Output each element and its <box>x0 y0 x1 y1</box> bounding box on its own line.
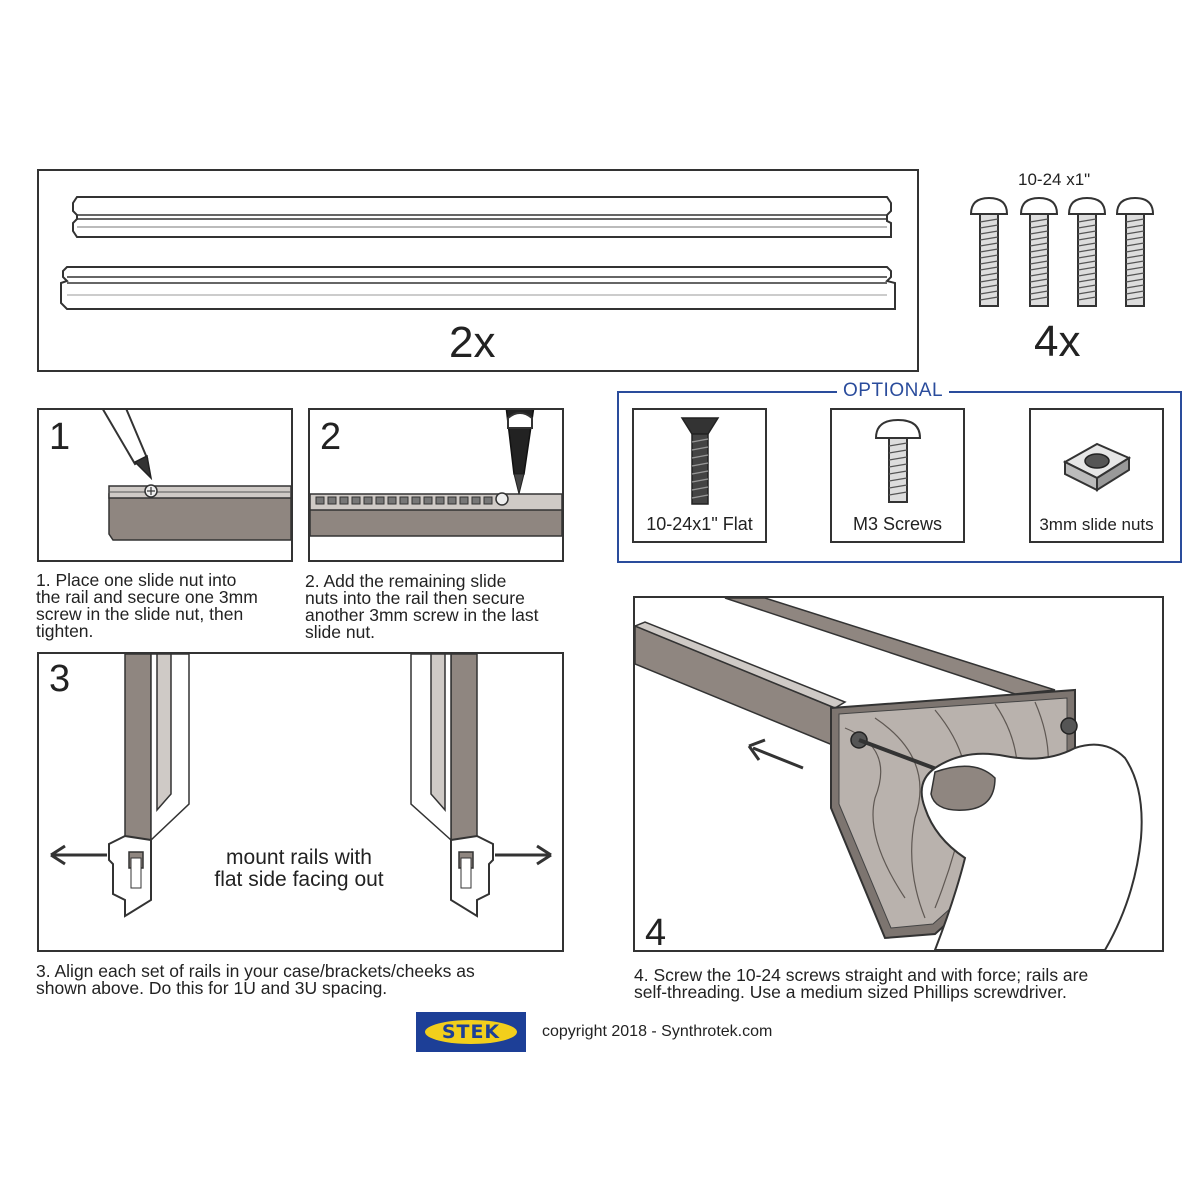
slide-nut-icon <box>1062 442 1132 492</box>
rails-quantity: 2x <box>449 318 496 367</box>
caption-line: another 3mm screw in the last <box>305 605 539 625</box>
screws-quantity: 4x <box>1034 317 1081 366</box>
caption-line: screw in the slide nut, then <box>36 604 244 624</box>
step-2-caption: 2. Add the remaining slide nuts into the… <box>305 571 595 642</box>
copyright-text: copyright 2018 - Synthrotek.com <box>542 1023 773 1040</box>
stek-logo[interactable]: STEK <box>416 1012 526 1052</box>
step-4-illustration <box>635 598 1143 950</box>
screws-size-label: 10-24 x1" <box>1018 170 1091 189</box>
step-2-illustration <box>310 410 562 537</box>
annotation-line: flat side facing out <box>214 868 384 891</box>
caption-line: 3. Align each set of rails in your case/… <box>36 961 475 981</box>
annotation-line: mount rails with <box>226 846 372 869</box>
step-3-annotation: mount rails with flat side facing out <box>189 847 409 891</box>
step-3-panel: 3 mount rails with flat side facing out <box>37 652 564 952</box>
step-1-panel: 1 <box>37 408 293 562</box>
caption-line: 2. Add the remaining slide <box>305 571 507 591</box>
optional-item-label: 10-24x1" Flat <box>646 514 753 534</box>
optional-item-label: M3 Screws <box>852 514 942 534</box>
caption-line: 1. Place one slide nut into <box>36 570 237 590</box>
step-number: 4 <box>645 912 667 954</box>
caption-line: shown above. Do this for 1U and 3U spaci… <box>36 978 388 998</box>
optional-legend: OPTIONAL <box>837 380 950 402</box>
step-number: 2 <box>320 416 342 458</box>
caption-line: slide nut. <box>305 622 376 642</box>
step-1-caption: 1. Place one slide nut into the rail and… <box>36 570 306 641</box>
step-4-panel: 4 <box>633 596 1164 952</box>
step-2-panel: 2 <box>308 408 564 562</box>
caption-line: 4. Screw the 10-24 screws straight and w… <box>634 965 1089 985</box>
rails-parts-panel: 2x <box>37 169 919 372</box>
optional-item-slide-nuts: 3mm slide nuts <box>1029 408 1164 543</box>
step-1-illustration <box>102 410 291 541</box>
caption-line: self-threading. Use a medium sized Phill… <box>634 982 1067 1002</box>
optional-item-flat-screw: 10-24x1" Flat <box>632 408 767 543</box>
step-3-illustration <box>50 654 552 918</box>
step-4-caption: 4. Screw the 10-24 screws straight and w… <box>634 965 1194 1002</box>
step-number: 3 <box>49 658 71 700</box>
step-number: 1 <box>49 416 71 458</box>
caption-line: the rail and secure one 3mm <box>36 587 258 607</box>
optional-item-m3-screws: M3 Screws <box>830 408 965 543</box>
m3-screw-icon <box>874 418 922 503</box>
caption-line: nuts into the rail then secure <box>305 588 525 608</box>
rail-illustration <box>60 196 896 310</box>
optional-item-label: 3mm slide nuts <box>1039 515 1154 534</box>
flat-head-screw-icon <box>680 417 720 505</box>
step-3-caption: 3. Align each set of rails in your case/… <box>36 961 596 998</box>
pan-head-screws-illustration <box>969 196 1154 307</box>
stek-logo-text: STEK <box>425 1020 517 1044</box>
caption-line: tighten. <box>36 621 94 641</box>
